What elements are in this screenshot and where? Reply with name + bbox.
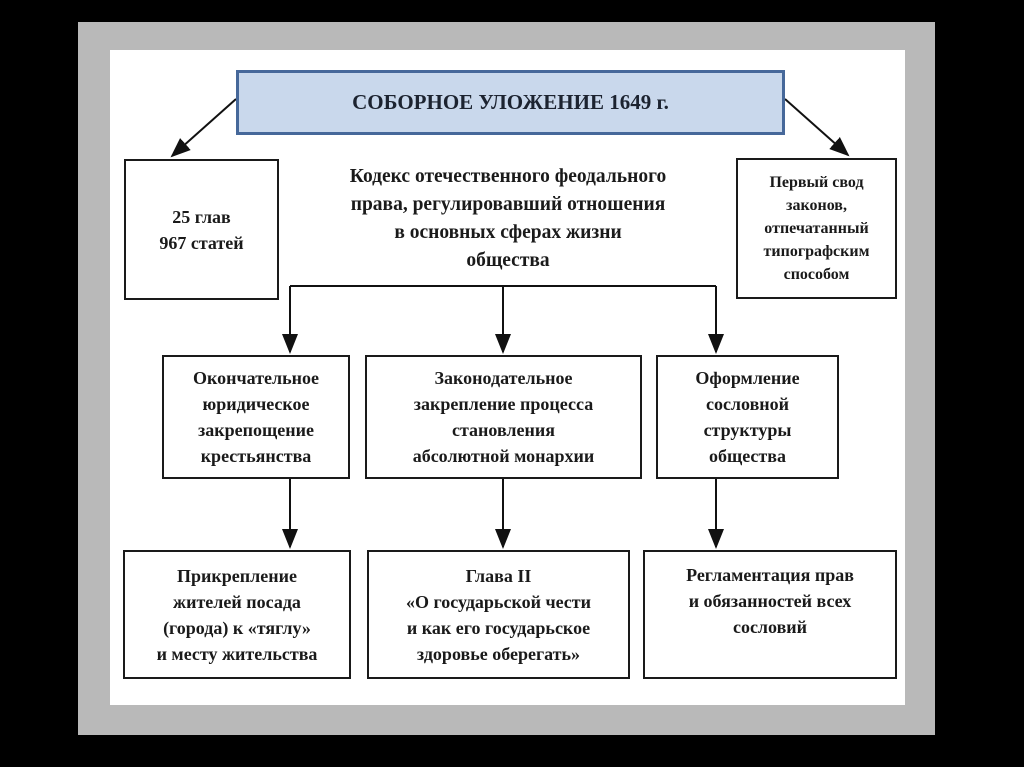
arrow-right <box>784 98 850 157</box>
first-code-box: Первый свод законов, отпечатанный типогр… <box>736 158 897 299</box>
estate-structure-box: Оформление сословной структуры общества <box>656 355 839 479</box>
description-text: Кодекс отечественного феодального права,… <box>349 166 667 271</box>
posad-box: Прикрепление жителей посада (города) к «… <box>123 550 351 679</box>
chapter-two-box: Глава II «О государьской чести и как его… <box>367 550 630 679</box>
rights-regulation-box: Регламентация прав и обязанностей всех с… <box>643 550 897 679</box>
monarchy-box: Законодательное закрепление процесса ста… <box>365 355 642 479</box>
diagram-title: СОБОРНОЕ УЛОЖЕНИЕ 1649 г. <box>236 70 785 135</box>
serfdom-box: Окончательное юридическое закрепощение к… <box>162 355 350 479</box>
chapters-box: 25 глав 967 статей <box>124 159 279 300</box>
arrow-left <box>170 98 237 158</box>
